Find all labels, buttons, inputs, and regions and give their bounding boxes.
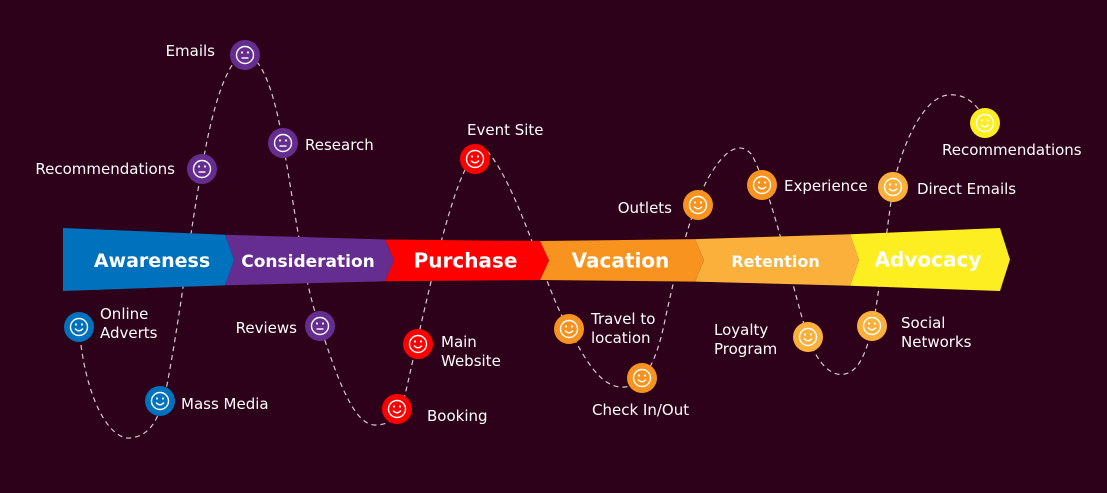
stage-band: Advocacy Retention Vacation Purchase Conside… [63, 228, 1010, 291]
touchpoint-label: Direct Emails [917, 180, 1016, 198]
smiley-face-icon [403, 329, 433, 359]
touchpoint-label: Emails [166, 42, 216, 60]
touchpoint-label: Mass Media [181, 395, 269, 413]
touchpoint-label: location [591, 329, 651, 347]
touchpoint-label: Reviews [236, 319, 298, 337]
touchpoint-label: Experience [784, 177, 868, 195]
neutral-face-icon [230, 40, 260, 70]
stage-consideration: Consideration [225, 234, 394, 286]
touchpoint-label: Event Site [467, 121, 544, 139]
touchpoint-label: Main [441, 333, 477, 351]
touchpoint-label: Networks [901, 333, 972, 351]
smiley-face-icon [970, 108, 1000, 138]
touchpoint-label: Research [305, 136, 374, 154]
touchpoint-check-in-out[interactable]: Check In/Out [592, 363, 689, 419]
touchpoint-experience[interactable]: Experience [747, 170, 868, 200]
stage-purchase: Purchase [385, 239, 549, 282]
smiley-face-icon [793, 322, 823, 352]
smiley-face-icon [878, 172, 908, 202]
neutral-face-icon [187, 154, 217, 184]
stage-label: Advocacy [875, 248, 982, 272]
neutral-face-icon [268, 128, 298, 158]
stage-awareness: Awareness [63, 228, 234, 291]
touchpoint-recommendations[interactable]: Recommendations [942, 108, 1082, 159]
touchpoint-label: Online [100, 305, 148, 323]
touchpoint-label: Adverts [100, 324, 158, 342]
smiley-face-icon [857, 311, 887, 341]
smiley-face-icon [554, 314, 584, 344]
stage-segment [540, 239, 704, 282]
touchpoint-label: Website [441, 352, 501, 370]
neutral-face-icon [305, 311, 335, 341]
touchpoint-label: Program [714, 340, 777, 358]
stage-advocacy: Advocacy [850, 228, 1010, 291]
touchpoint-label: Recommendations [942, 141, 1082, 159]
touchpoint-recommendations[interactable]: Recommendations [35, 154, 217, 184]
stage-label: Retention [731, 252, 820, 271]
smiley-face-icon [747, 170, 777, 200]
stage-vacation: Vacation [540, 239, 704, 282]
smiley-face-icon [460, 144, 490, 174]
touchpoint-reviews[interactable]: Reviews [236, 311, 335, 341]
stage-segment [695, 234, 859, 286]
smiley-face-icon [627, 363, 657, 393]
smiley-face-icon [64, 312, 94, 342]
stage-segment [850, 228, 1010, 291]
stage-label: Vacation [572, 248, 670, 272]
stage-label: Awareness [94, 250, 210, 272]
stage-label: Purchase [414, 248, 518, 272]
touchpoint-label: Check In/Out [592, 401, 689, 419]
stage-segment [225, 234, 394, 286]
touchpoint-label: Travel to [590, 310, 655, 328]
stage-label: Consideration [241, 252, 375, 272]
touchpoint-event-site[interactable]: Event Site [460, 121, 544, 174]
touchpoint-label: Recommendations [35, 160, 175, 178]
stage-segment [63, 228, 234, 291]
touchpoint-research[interactable]: Research [268, 128, 374, 158]
touchpoint-booking[interactable]: Booking [382, 394, 488, 425]
journey-path [78, 54, 986, 439]
touchpoint-label: Booking [427, 407, 488, 425]
touchpoint-label: Loyalty [714, 321, 768, 339]
touchpoint-direct-emails[interactable]: Direct Emails [878, 172, 1016, 202]
touchpoint-label: Outlets [618, 199, 672, 217]
stage-retention: Retention [695, 234, 859, 286]
smiley-face-icon [145, 386, 175, 416]
stage-segment [385, 239, 549, 282]
smiley-face-icon [683, 190, 713, 220]
touchpoint-emails[interactable]: Emails [166, 40, 260, 70]
touchpoint-label: Social [901, 314, 945, 332]
touchpoint-outlets[interactable]: Outlets [618, 190, 713, 220]
smiley-face-icon [382, 394, 412, 424]
touchpoint-mass-media[interactable]: Mass Media [145, 386, 269, 416]
